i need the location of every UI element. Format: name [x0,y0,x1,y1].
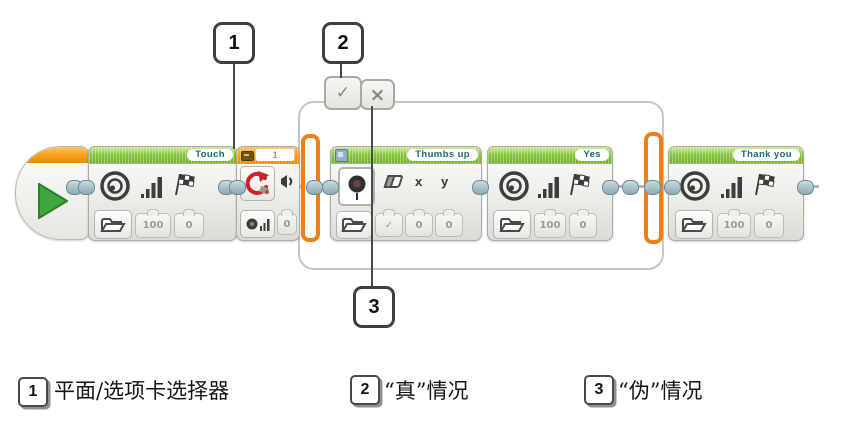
sequence-connector[interactable] [797,180,814,195]
sequence-connector[interactable] [229,180,246,195]
image-preview-button[interactable] [338,167,375,206]
checkered-flag-icon [570,173,590,196]
sound-block-header: Touch [89,147,236,164]
param-y-label: y [441,174,449,189]
block-name-label: Thank you [732,149,800,161]
clear-screen-value-tab[interactable]: ✓ [375,213,403,237]
play-type-value-tab[interactable]: 0 [754,213,784,238]
sequence-connector[interactable] [602,180,619,195]
block-name-label: Yes [575,149,609,161]
volume-value-tab[interactable]: 100 [717,213,751,238]
switch-true-tab[interactable]: ✓ [324,76,362,110]
sequence-connector[interactable] [322,180,339,195]
display-file-button[interactable] [336,211,372,239]
legend-text-2: “真”情况 [384,379,469,403]
x-value-tab[interactable]: 0 [405,213,433,237]
sound-block-thank-you[interactable]: Thank you 100 0 [668,146,804,241]
folder-icon [100,217,126,232]
loop-arrow-icon [245,171,269,195]
folder-icon [341,218,367,232]
sequence-connector[interactable] [644,180,661,195]
sequence-connector[interactable] [472,180,489,195]
sequence-wire [608,185,672,188]
callout-line-3 [371,106,373,286]
volume-value-tab[interactable]: 100 [135,213,171,238]
legend-text-3: “伪”情况 [618,379,703,403]
sound-block-touch[interactable]: Touch 100 0 [88,146,237,241]
plane-tab-selector-icon[interactable] [241,151,254,161]
callout-box-1: 1 [213,22,255,64]
play-icon [38,183,68,219]
wait-block-header: 1 [237,147,299,164]
checkered-flag-icon [755,173,775,196]
callout-line-1 [233,59,235,149]
play-type-value-tab[interactable]: 0 [569,213,597,238]
display-block-header: Thumbs up [331,147,481,164]
eraser-icon [383,175,403,188]
callout-line-2 [340,59,342,78]
sequence-connector[interactable] [78,180,95,195]
sequence-connector[interactable] [664,180,681,195]
sound-block-header: Yes [488,147,612,164]
speaker-icon [100,171,130,201]
callout-box-2: 2 [322,22,364,64]
sound-file-button[interactable] [493,210,531,239]
sound-block-yes[interactable]: Yes 100 0 [487,146,613,241]
legend-badge-2: 2 [350,375,380,405]
wait-foot-mode-button[interactable] [240,210,275,238]
sequence-connector[interactable] [306,180,323,195]
y-value-tab[interactable]: 0 [435,213,463,237]
start-block-header [16,147,89,163]
display-icon [335,149,348,162]
speaker-icon [499,171,529,201]
volume-value-tab[interactable]: 100 [534,213,566,238]
thumbs-up-image-icon [348,175,365,200]
param-x-label: x [415,174,423,189]
legend-badge-3: 3 [584,375,614,405]
wait-value-tab[interactable]: 0 [277,213,297,235]
checkered-flag-icon [175,173,195,196]
close-icon: × [369,83,386,106]
check-icon: ✓ [335,83,351,103]
sound-file-button[interactable] [675,210,713,239]
folder-icon [499,217,525,232]
volume-bars-icon [538,177,559,198]
display-block-thumbs-up[interactable]: Thumbs up x y ✓ 0 [330,146,482,241]
folder-icon [681,217,707,232]
sound-file-button[interactable] [94,210,132,239]
legend-badge-1: 1 [18,377,48,407]
sound-compare-icon [281,175,293,188]
volume-bars-icon [721,177,742,198]
sequence-connector[interactable] [622,180,639,195]
block-name-label: Thumbs up [407,149,478,161]
wait-block[interactable]: 1 0 [236,146,300,241]
volume-bars-icon [141,177,162,198]
legend-text-1: 平面/选项卡选择器 [54,379,230,403]
switch-false-tab[interactable]: × [360,79,395,110]
play-type-value-tab[interactable]: 0 [174,213,204,238]
brick-button-sound-icon [246,218,269,231]
sound-block-header: Thank you [669,147,803,164]
block-name-label: Touch [187,149,233,161]
speaker-icon [680,171,710,201]
callout-box-3: 3 [353,286,395,328]
wait-header-value[interactable]: 1 [256,149,294,161]
check-icon: ✓ [384,219,394,231]
